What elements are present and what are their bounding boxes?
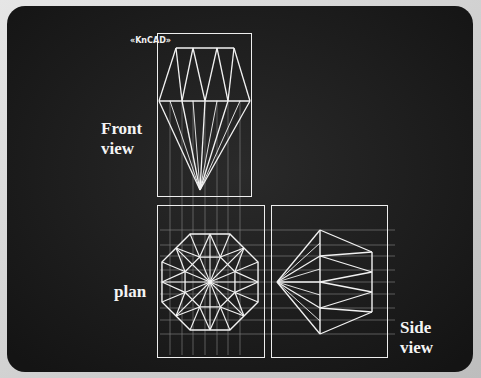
gem-wireframe — [159, 48, 372, 334]
pavilion-facet — [193, 101, 200, 190]
crown-facet — [193, 48, 205, 101]
plan-spoke — [190, 234, 210, 282]
plan-spoke — [209, 234, 210, 282]
table-edge — [176, 47, 234, 48]
crown-facet — [234, 48, 250, 101]
star-facet — [235, 248, 244, 272]
star-facet — [176, 248, 200, 257]
star-facet — [220, 307, 244, 316]
view-label: Side view — [400, 318, 453, 357]
pavilion-facet — [277, 282, 320, 308]
plan-spoke — [210, 282, 230, 330]
crown-facet — [320, 230, 372, 252]
star-facet — [162, 282, 185, 292]
plan-spoke — [210, 281, 258, 282]
pavilion-facet — [159, 101, 200, 190]
projection-line — [160, 294, 395, 295]
crown-facet — [320, 292, 372, 308]
projection-line — [160, 320, 395, 321]
projection-line — [160, 270, 395, 271]
pavilion-facet — [200, 101, 250, 190]
crown-facet — [320, 312, 372, 334]
crown-facet — [176, 48, 182, 101]
projection-line — [240, 100, 241, 355]
star-facet — [210, 307, 220, 330]
pavilion-facet — [277, 281, 320, 282]
pavilion-facet — [277, 282, 320, 334]
crown-facet — [205, 48, 217, 101]
plan-spoke — [176, 248, 210, 282]
pavilion-facet — [277, 256, 320, 282]
star-facet — [235, 272, 258, 282]
star-facet — [235, 282, 258, 292]
view-label: Front view — [101, 119, 154, 158]
projection-line — [193, 100, 194, 355]
star-facet — [200, 307, 210, 330]
pavilion-facet — [170, 101, 200, 190]
pavilion-facet — [277, 243, 320, 282]
crown-facet — [182, 48, 193, 101]
pavilion-facet — [277, 269, 320, 282]
pavilion-facet — [277, 230, 320, 282]
plan-spoke — [210, 248, 244, 282]
front-view-frame: Front view — [157, 33, 252, 197]
plan-spoke — [210, 282, 244, 316]
plan-spoke — [209, 282, 210, 330]
plan-spoke — [162, 281, 210, 282]
crown-facet — [320, 282, 372, 292]
plan-spoke — [176, 282, 210, 316]
crown-facet — [228, 48, 234, 101]
projection-line — [160, 334, 395, 335]
crown-facet — [320, 272, 372, 282]
pavilion-facet — [277, 282, 320, 321]
side-view-frame: Side view — [271, 205, 388, 358]
pavilion-facet — [277, 282, 320, 295]
plan-view-frame: plan — [157, 205, 265, 358]
plan-spoke — [210, 262, 258, 282]
star-facet — [162, 272, 185, 282]
crown-facet — [320, 256, 372, 272]
projection-lines — [160, 100, 395, 355]
star-facet — [176, 292, 185, 316]
plan-spoke — [162, 282, 210, 302]
view-label: plan — [114, 282, 154, 302]
projection-line — [170, 100, 171, 355]
star-facet — [200, 234, 210, 257]
crown-facet — [217, 48, 228, 101]
star-facet — [210, 234, 220, 257]
table-edge — [371, 252, 372, 312]
crown-facet — [320, 252, 372, 256]
pavilion-facet — [200, 101, 228, 190]
pavilion-facet — [200, 101, 240, 190]
crown-facet — [159, 48, 176, 101]
projection-line — [160, 230, 395, 231]
crt-screen — [7, 6, 473, 372]
plan-girdle — [162, 234, 258, 330]
pavilion-facet — [200, 101, 217, 190]
crown-facet — [320, 308, 372, 312]
software-logo: «KnCAD» — [130, 36, 171, 45]
